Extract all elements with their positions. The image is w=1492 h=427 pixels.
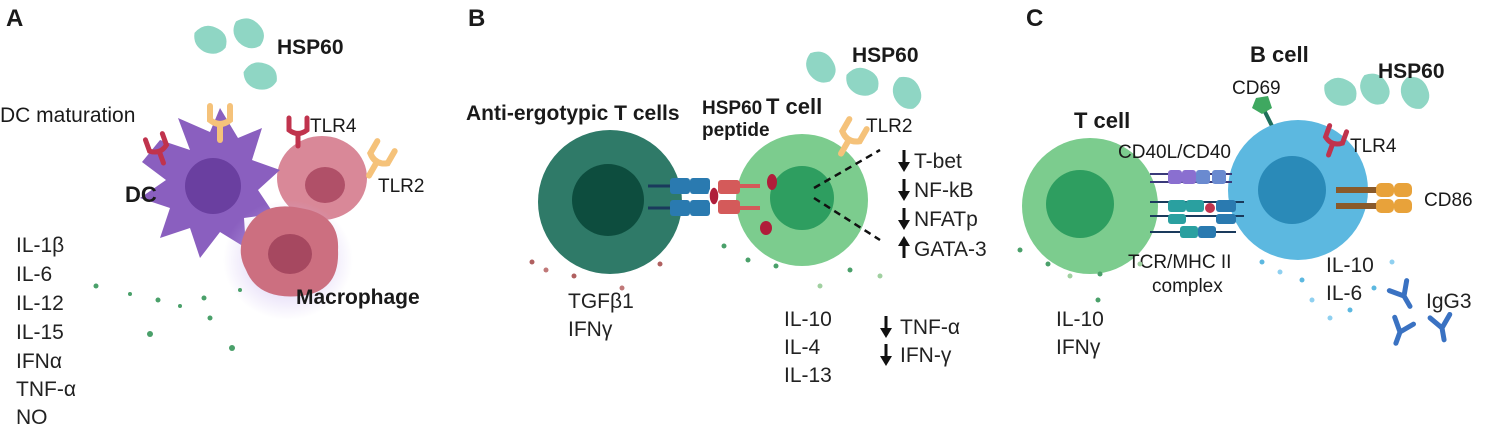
igg3-label: IgG3 — [1426, 290, 1472, 313]
t-cell-label-b: T cell — [766, 94, 822, 119]
decreased-1: TNF-α — [900, 316, 960, 339]
panel-c-letter: C — [1026, 5, 1043, 32]
cd40-label: CD40L/CD40 — [1118, 142, 1231, 163]
secreted-dots-b — [529, 243, 1023, 291]
decreased-2: IFN-γ — [900, 344, 952, 367]
cytokine-a-4: IL-15 — [16, 321, 64, 344]
panel-b-letter: B — [468, 5, 485, 32]
panel-b: B HSP60 Anti-ergotypic T cells — [466, 5, 1023, 387]
igg-antibody-icon — [1386, 317, 1413, 346]
cytokine-a-3: IL-12 — [16, 292, 64, 315]
igg-antibody-icon — [1430, 314, 1454, 341]
b-cell-label: B cell — [1250, 42, 1309, 67]
igg-antibody-icon — [1389, 281, 1418, 312]
dc-maturation-label: DC maturation — [0, 104, 135, 127]
tcell-cytokine-c-2: IFNγ — [1056, 336, 1101, 359]
hsp60-label-c: HSP60 — [1378, 60, 1445, 83]
hsp60-label-a: HSP60 — [277, 36, 344, 59]
secreted-dots-a — [93, 283, 242, 351]
anti-ergotypic-label: Anti-ergotypic T cells — [466, 102, 680, 125]
tcr-mhc-label-1: TCR/MHC II — [1128, 252, 1231, 273]
panel-a-letter: A — [6, 5, 23, 32]
tcell-cytokine-b-1: IL-10 — [784, 308, 832, 331]
t-cell-label-c: T cell — [1074, 108, 1130, 133]
cd86-label: CD86 — [1424, 190, 1473, 211]
cd86-icon — [1336, 183, 1412, 213]
cytokine-a-6: TNF-α — [16, 378, 76, 401]
hsp60-label-b: HSP60 — [852, 44, 919, 67]
down-arrow-icon — [896, 206, 912, 232]
tlr4-label-c: TLR4 — [1350, 136, 1397, 157]
cytokine-a-7: NO — [16, 406, 48, 427]
bcell-cytokine-1: IL-10 — [1326, 254, 1374, 277]
tcr-mhc-complex — [1150, 200, 1244, 238]
hsp60-icon — [192, 16, 281, 96]
cd40l-cd40-complex — [1150, 170, 1232, 184]
tcell-cytokine-b-3: IL-13 — [784, 364, 832, 387]
tcr-peptide-complex — [648, 178, 760, 216]
tlr4-label-a: TLR4 — [310, 116, 357, 137]
down-arrow-icon — [878, 314, 894, 340]
down-arrow-icon — [878, 342, 894, 368]
macrophage-label: Macrophage — [296, 286, 420, 309]
tcr-mhc-label-2: complex — [1152, 276, 1223, 297]
down-arrow-icon — [896, 177, 912, 203]
panel-c: C B cell HSP60 CD69 T cell CD40L/CD40 — [1022, 5, 1473, 359]
dc-cell — [140, 108, 280, 258]
down-arrow-icon — [896, 148, 912, 174]
cytokine-a-1: IL-1β — [16, 234, 64, 257]
hsp60-peptide-label-1: HSP60 — [702, 98, 762, 119]
cytokine-a-2: IL-6 — [16, 263, 52, 286]
cytokine-a-5: IFNα — [16, 350, 62, 373]
bcell-cytokine-2: IL-6 — [1326, 282, 1362, 305]
up-arrow-icon — [896, 234, 912, 260]
tlr2-label-b: TLR2 — [866, 116, 912, 137]
panel-a: A HSP60 DC maturation DC TLR4 TLR2 Macro… — [0, 5, 424, 427]
tlr2-label-a: TLR2 — [378, 176, 424, 197]
secreted-dots-c — [1045, 259, 1395, 321]
regulation-1: T-bet — [914, 150, 962, 173]
left-cytokine-2: IFNγ — [568, 318, 613, 341]
hsp60-peptide-label-2: peptide — [702, 120, 770, 141]
dc-label: DC — [125, 182, 157, 207]
tcell-cytokine-c-1: IL-10 — [1056, 308, 1104, 331]
left-cytokine-1: TGFβ1 — [568, 290, 634, 313]
regulation-4: GATA-3 — [914, 238, 987, 261]
cd69-icon — [1252, 96, 1272, 114]
regulation-3: NFATp — [914, 208, 978, 231]
cd69-label: CD69 — [1232, 78, 1281, 99]
tcell-cytokine-b-2: IL-4 — [784, 336, 821, 359]
regulation-2: NF-kB — [914, 179, 974, 202]
